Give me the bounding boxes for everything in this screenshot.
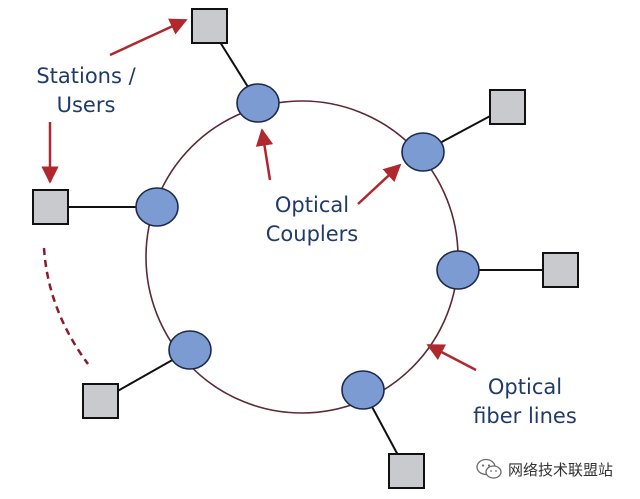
station-right xyxy=(542,252,579,288)
coupler-lower-left xyxy=(168,330,212,370)
wechat-icon xyxy=(476,458,502,479)
watermark: 网络技术联盟站 xyxy=(476,454,636,484)
coupler-left xyxy=(135,187,179,227)
couplers-label-line-2: Couplers xyxy=(265,222,359,246)
coupler-upper-right xyxy=(401,132,445,172)
stations-label-line-2: Users xyxy=(56,93,116,117)
couplers-label-line-1: Optical xyxy=(274,193,350,217)
optical-couplers-label: Optical Couplers xyxy=(248,191,376,249)
arrow-stations-to-top-station xyxy=(109,18,188,57)
arrow-couplers-to-top-coupler xyxy=(255,128,274,181)
stations xyxy=(32,8,579,489)
station-lower-left xyxy=(82,383,119,419)
stations-users-label: Stations / Users xyxy=(20,62,152,120)
station-lower-right xyxy=(388,453,425,489)
arrow-fiber-to-ring xyxy=(426,343,477,372)
optical-fiber-lines-label: Optical fiber lines xyxy=(460,373,590,431)
fiber-label-line-1: Optical xyxy=(487,375,563,399)
arrow-couplers-to-right-coupler xyxy=(357,163,402,205)
annotation-arrows xyxy=(41,18,477,372)
optical-couplers xyxy=(135,83,480,410)
watermark-text: 网络技术联盟站 xyxy=(508,460,614,479)
station-left xyxy=(32,189,69,225)
coupler-top xyxy=(236,83,280,123)
station-upper-right xyxy=(489,89,526,125)
coupler-lower-right xyxy=(341,370,385,410)
coupler-right xyxy=(436,250,480,290)
stations-label-line-1: Stations / xyxy=(36,64,136,88)
station-top xyxy=(191,8,228,44)
dashed-continuation-arc xyxy=(42,247,90,365)
fiber-label-line-2: fiber lines xyxy=(473,404,577,428)
